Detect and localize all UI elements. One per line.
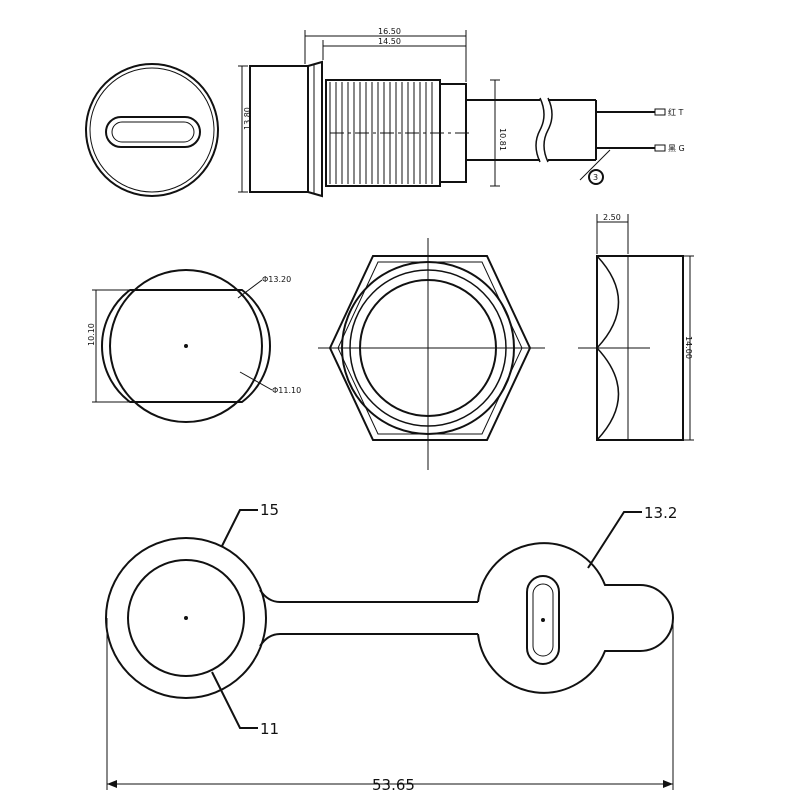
- top-dimensions: [238, 30, 500, 193]
- dim-flat: 10.10: [87, 323, 96, 346]
- dim-length-outer: 16.50: [378, 27, 401, 36]
- wire-label-black: 黑 G: [668, 144, 685, 153]
- hex-nut-front: [318, 238, 545, 470]
- dim-outer-dia: Φ13.20: [262, 275, 291, 284]
- dust-cap-view: [105, 509, 674, 790]
- thread-lines: [329, 82, 433, 184]
- dim-total-length: 53.65: [372, 776, 415, 794]
- side-view-connector: [249, 60, 666, 198]
- front-view-head: [85, 63, 219, 197]
- dim-height-head: 13.80: [243, 107, 252, 130]
- callout-number: 3: [593, 173, 598, 182]
- dim-ring: 13.2: [644, 504, 677, 522]
- dim-cap-outer: 15: [260, 501, 279, 519]
- dim-nut-height: 14.00: [684, 336, 693, 359]
- dim-cap-inner: 11: [260, 720, 279, 738]
- panel-cutout-view: [92, 269, 273, 423]
- dim-inner-dia: Φ11.10: [272, 386, 301, 395]
- dim-thread-dia: 10.81: [498, 128, 507, 151]
- wire-label-red: 红 T: [668, 107, 684, 117]
- dim-nut-thickness: 2.50: [603, 213, 621, 222]
- hex-nut-side: [578, 214, 694, 441]
- dim-length-thread: 14.50: [378, 37, 401, 46]
